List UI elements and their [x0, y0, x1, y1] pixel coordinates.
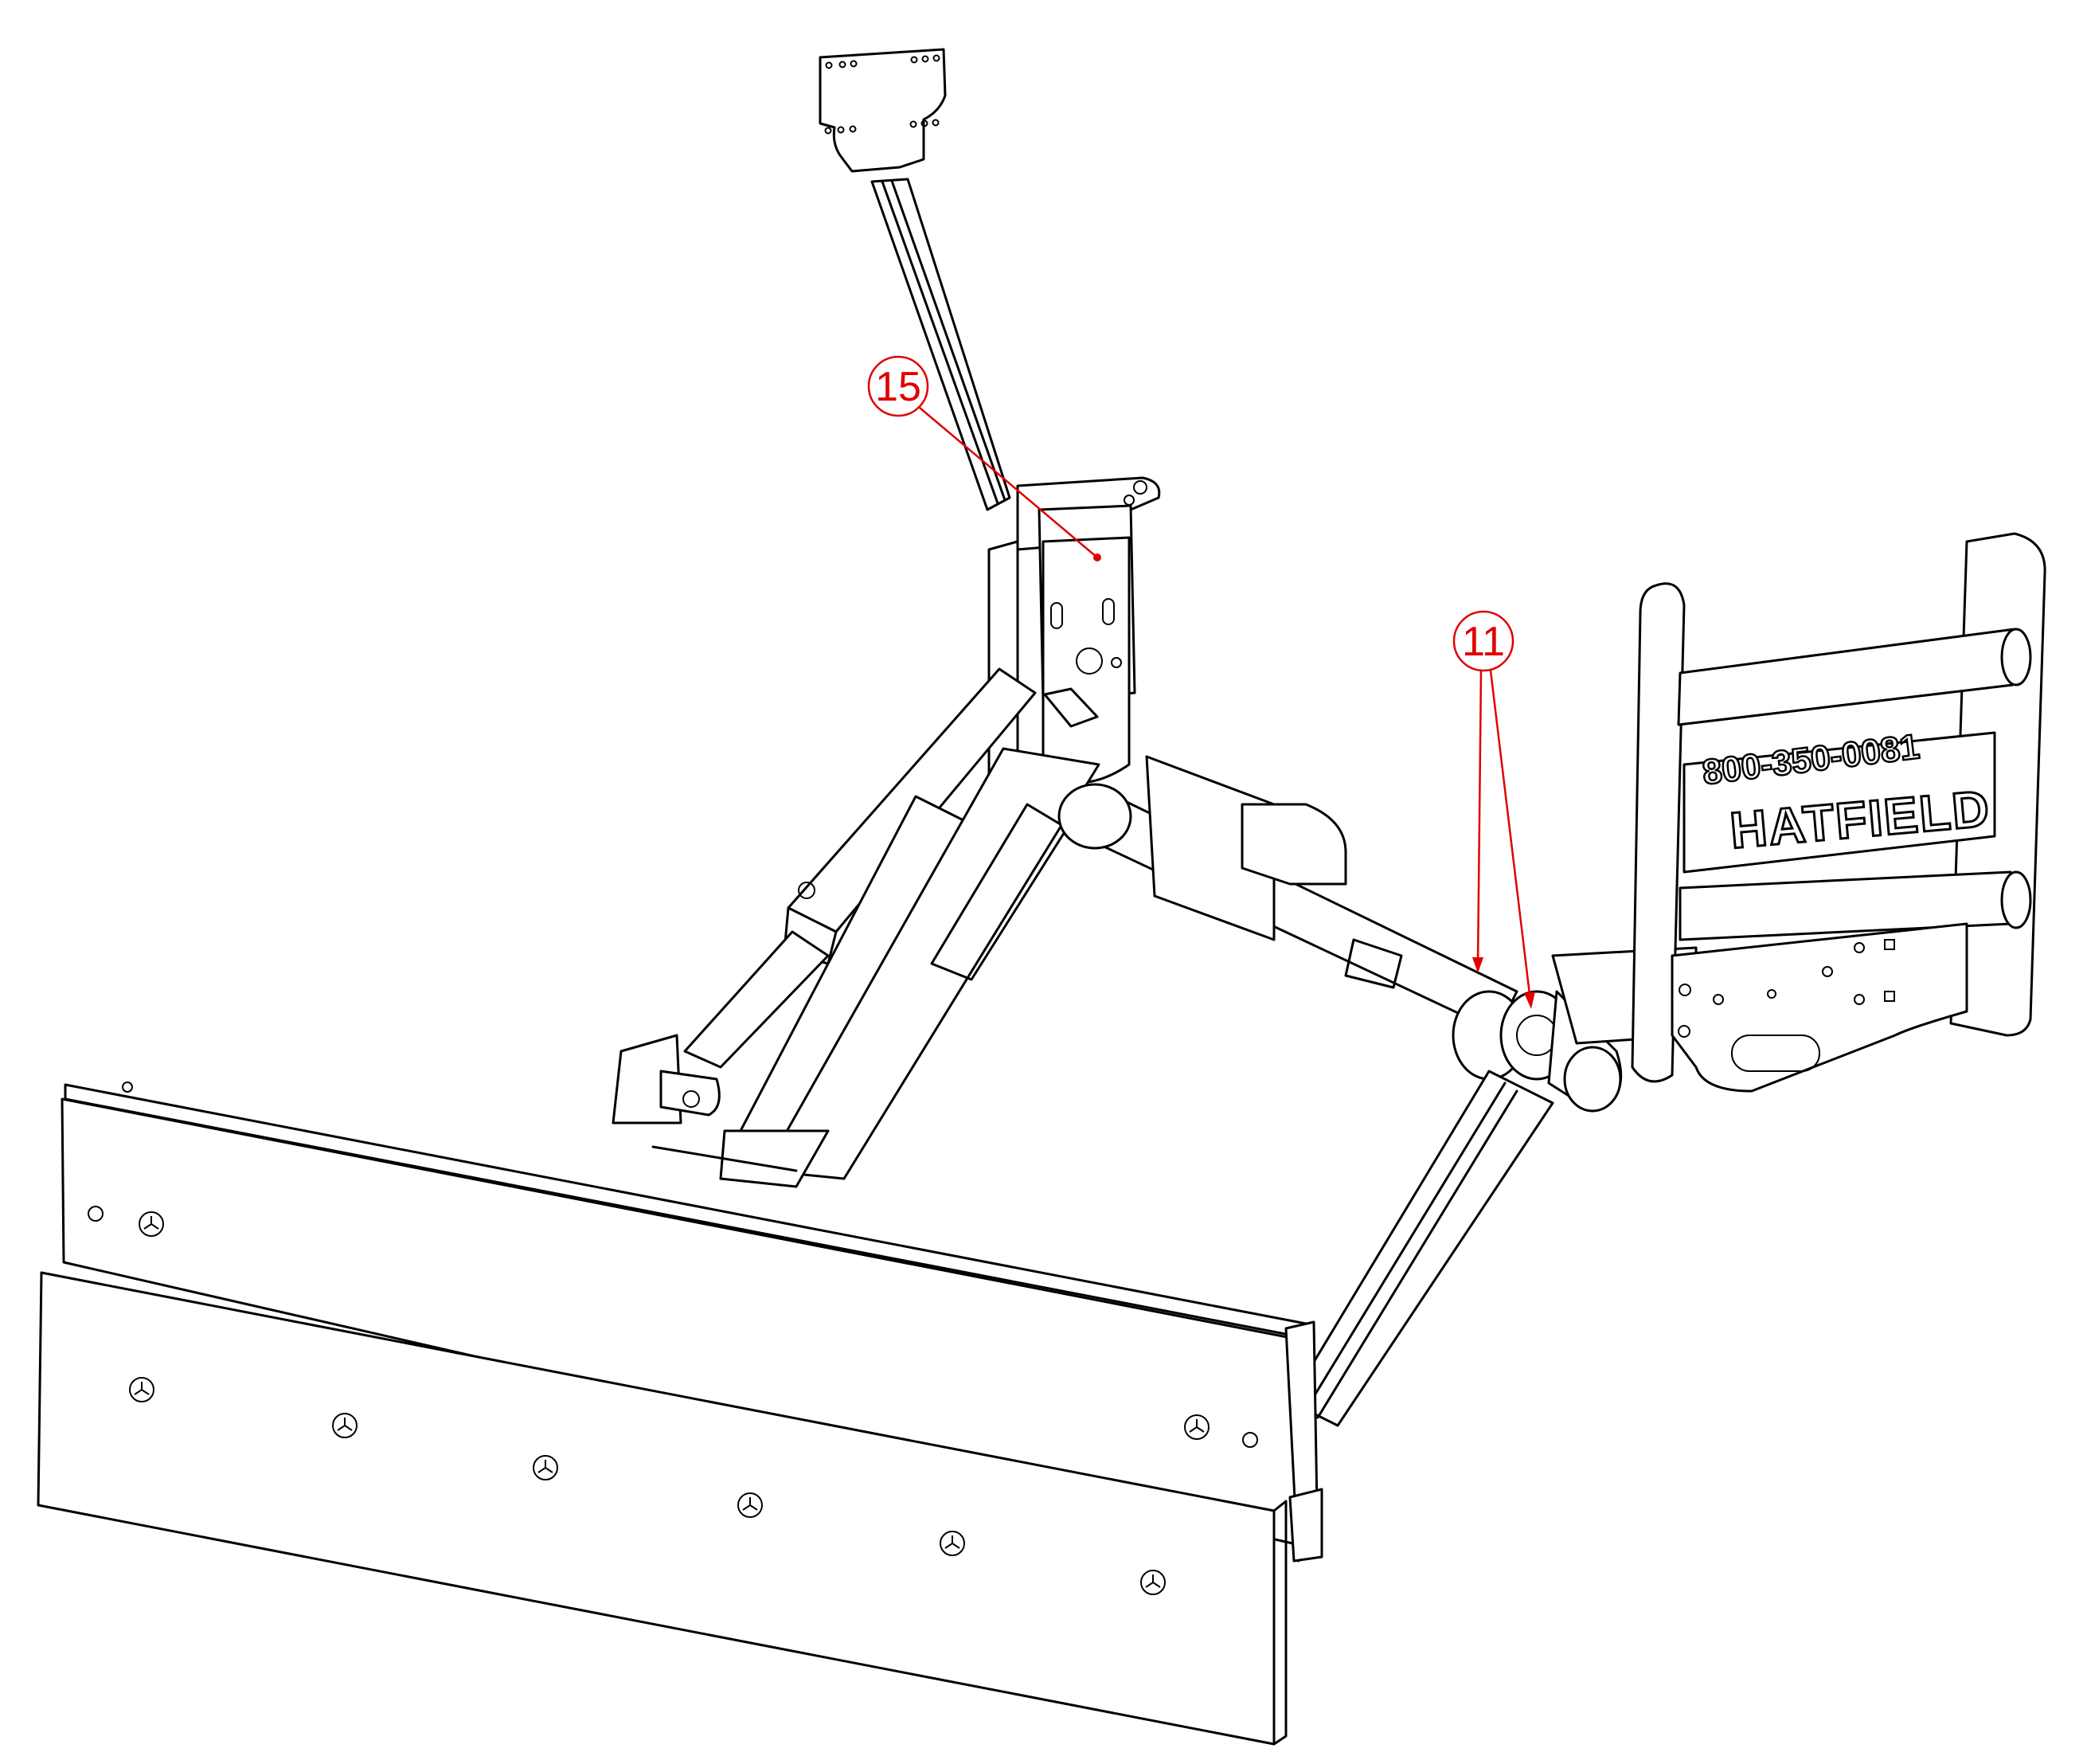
callout-15-target-dot	[1093, 553, 1101, 561]
callout-15: 15	[867, 355, 1101, 561]
mount-plate-holes	[824, 54, 940, 135]
callout-11-label: 11	[1462, 619, 1505, 665]
pivot-assembly	[1452, 990, 1623, 1113]
hitch-frame: 800-350-0081 HATFIELD	[1551, 532, 2046, 1093]
plow-bolts	[129, 1211, 1210, 1595]
right-side-arm	[1288, 1070, 1554, 1427]
mast-frame	[987, 476, 1161, 798]
callout-15-label: 15	[875, 364, 921, 410]
cutting-edge	[37, 1271, 1288, 1746]
top-link-arm	[819, 48, 1011, 511]
cross-tube	[1057, 755, 1518, 1033]
blade-moldboard	[61, 1081, 1323, 1563]
callout-11: 11	[1452, 610, 1535, 1009]
hitch-holes	[1678, 939, 1895, 1038]
callout-11-arrowhead-b	[1524, 992, 1535, 1009]
hydraulic-cylinder	[683, 667, 1037, 1069]
callout-15-bubble	[867, 355, 929, 417]
callout-11-bubble	[1452, 610, 1514, 672]
callout-11-arrowhead-a	[1472, 957, 1483, 973]
left-lower-arm	[612, 747, 1100, 1188]
